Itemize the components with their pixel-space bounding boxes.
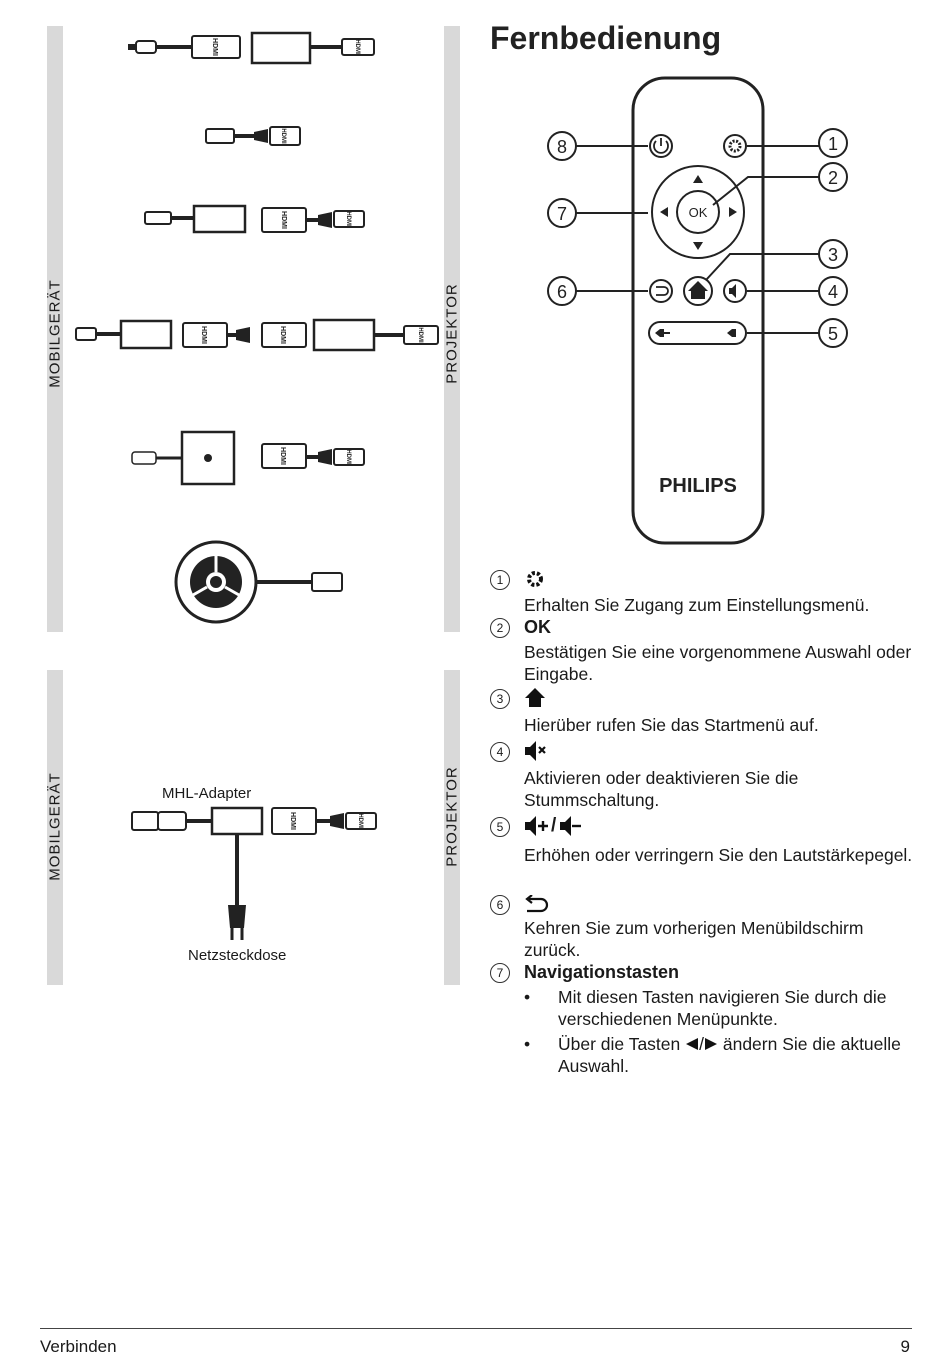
row-4-dual-adapter-chain: HDMI HDMI HDMI: [75, 318, 439, 352]
item-heading: Navigationstasten: [524, 962, 680, 982]
gear-icon: [527, 571, 543, 587]
row-1-adapter-chain: HDMI HDMI: [127, 31, 375, 65]
item-2: 2 OK Bestätigen Sie eine vorgenommene Au…: [490, 616, 920, 686]
item-description: Erhalten Sie Zugang zum Einstellungsmenü…: [524, 595, 870, 615]
hdmi-text-8: HDMI: [417, 327, 423, 343]
hdmi-text-11: HDMI: [289, 812, 296, 830]
footer-divider: [40, 1328, 912, 1329]
item-1: 1 Erhalten Sie Zugang zum Einstellungsme…: [490, 568, 920, 618]
home-icon: [525, 688, 545, 707]
callout-2: 2: [828, 168, 838, 188]
right-arrow-icon: [705, 1038, 717, 1050]
power-outlet-label: Netzsteckdose: [188, 947, 287, 964]
footer-page-number: 9: [900, 1337, 910, 1356]
item-number: 1: [490, 570, 510, 590]
page-title: Fernbedienung: [490, 20, 722, 56]
hdmi-text-5: HDMI: [345, 211, 351, 227]
item-heading: OK: [524, 617, 551, 637]
mhl-diagram: HDMI HDMI: [131, 806, 377, 940]
hdmi-text-6: HDMI: [200, 326, 207, 344]
callout-3: 3: [828, 245, 838, 265]
hdmi-text-10: HDMI: [345, 449, 351, 465]
callout-4: 4: [828, 282, 838, 302]
remote-ok-label: OK: [689, 205, 708, 220]
item-description: Kehren Sie zum vorherigen Menübildschirm…: [524, 918, 864, 960]
right-bar-bottom: [444, 670, 460, 985]
hdmi-text-2: HDMI: [354, 39, 360, 55]
left-bar-bottom: [47, 670, 63, 985]
callout-5: 5: [828, 324, 838, 344]
item-description: Aktivieren oder deaktivieren Sie die Stu…: [524, 768, 799, 810]
back-icon: [525, 895, 549, 913]
bullet-text: Mit diesen Tasten navigieren Sie durch d…: [558, 987, 887, 1029]
item-description: Hierüber rufen Sie das Startmenü auf.: [524, 715, 819, 735]
row-5-apple-adapter: HDMI HDMI: [131, 430, 365, 486]
hdmi-text-9: HDMI: [279, 447, 286, 465]
hdmi-text-1: HDMI: [211, 38, 218, 56]
item-description: Bestätigen Sie eine vorgenommene Auswahl…: [524, 642, 912, 684]
row-6-chromecast: [174, 540, 343, 624]
callout-1: 1: [828, 134, 838, 154]
callout-7: 7: [557, 204, 567, 224]
hdmi-text-7: HDMI: [279, 326, 286, 344]
item-number: 7: [490, 963, 510, 983]
row-2-direct-cable: HDMI: [205, 126, 301, 146]
hdmi-text-3: HDMI: [280, 128, 286, 144]
left-bar-top: [47, 26, 63, 632]
remote-illustration: OK PHILIPS 8 7 6 1 2 3 4 5: [547, 76, 848, 545]
item-3: 3 Hierüber rufen Sie das Startmenü auf.: [490, 687, 920, 737]
mute-icon: [525, 741, 546, 761]
hdmi-text-4: HDMI: [280, 211, 287, 229]
bullet-text-before: Über die Tasten: [558, 1034, 686, 1054]
callout-6: 6: [557, 282, 567, 302]
side-label-projector-top: PROJEKTOR: [443, 283, 461, 384]
volume-down-icon: [560, 816, 581, 836]
bullet-text-with-arrows: Über die Tasten / ändern Sie die aktuell…: [558, 1033, 918, 1077]
side-label-projector-bottom: PROJEKTOR: [443, 766, 461, 867]
item-number: 2: [490, 618, 510, 638]
remote-brand: PHILIPS: [659, 475, 737, 497]
right-bar-top: [444, 26, 460, 632]
left-arrow-icon: [686, 1038, 699, 1050]
bullet-text-after: ändern Sie die aktuelle Auswahl.: [558, 1034, 901, 1076]
bullet-dot: •: [524, 987, 531, 1007]
footer-section: Verbinden: [40, 1337, 117, 1356]
mhl-adapter-label: MHL-Adapter: [162, 785, 252, 802]
item-4: 4 Aktivieren oder deaktivieren Sie die S…: [490, 740, 920, 812]
bullet-dot: •: [524, 1034, 531, 1054]
bullet-item: • Mit diesen Tasten navigieren Sie durch…: [524, 986, 914, 1032]
hdmi-text-12: HDMI: [357, 813, 363, 829]
item-number: 4: [490, 742, 510, 762]
row-3-adapter-chain: HDMI HDMI: [144, 204, 365, 234]
item-number: 6: [490, 895, 510, 915]
item-description: Erhöhen oder verringern Sie den Lautstär…: [524, 845, 913, 865]
item-number: 3: [490, 689, 510, 709]
volume-separator: /: [551, 815, 557, 836]
callout-8: 8: [557, 137, 567, 157]
item-number: 5: [490, 817, 510, 837]
item-7: 7 Navigationstasten • Mit diesen Tasten …: [490, 961, 920, 1081]
connection-diagrams: HDMI HDMI HDMI HDMI HDMI HDMI HDMI: [75, 31, 439, 940]
bullet-item: • Über die Tasten / ändern Sie die aktue…: [524, 1033, 914, 1079]
volume-up-icon: [525, 816, 548, 836]
item-5: 5 / Erhöhen oder verringern Sie den Laut…: [490, 815, 920, 887]
arrows-separator: /: [699, 1034, 704, 1054]
item-6: 6 Kehren Sie zum vorherigen Menübildschi…: [490, 893, 920, 963]
